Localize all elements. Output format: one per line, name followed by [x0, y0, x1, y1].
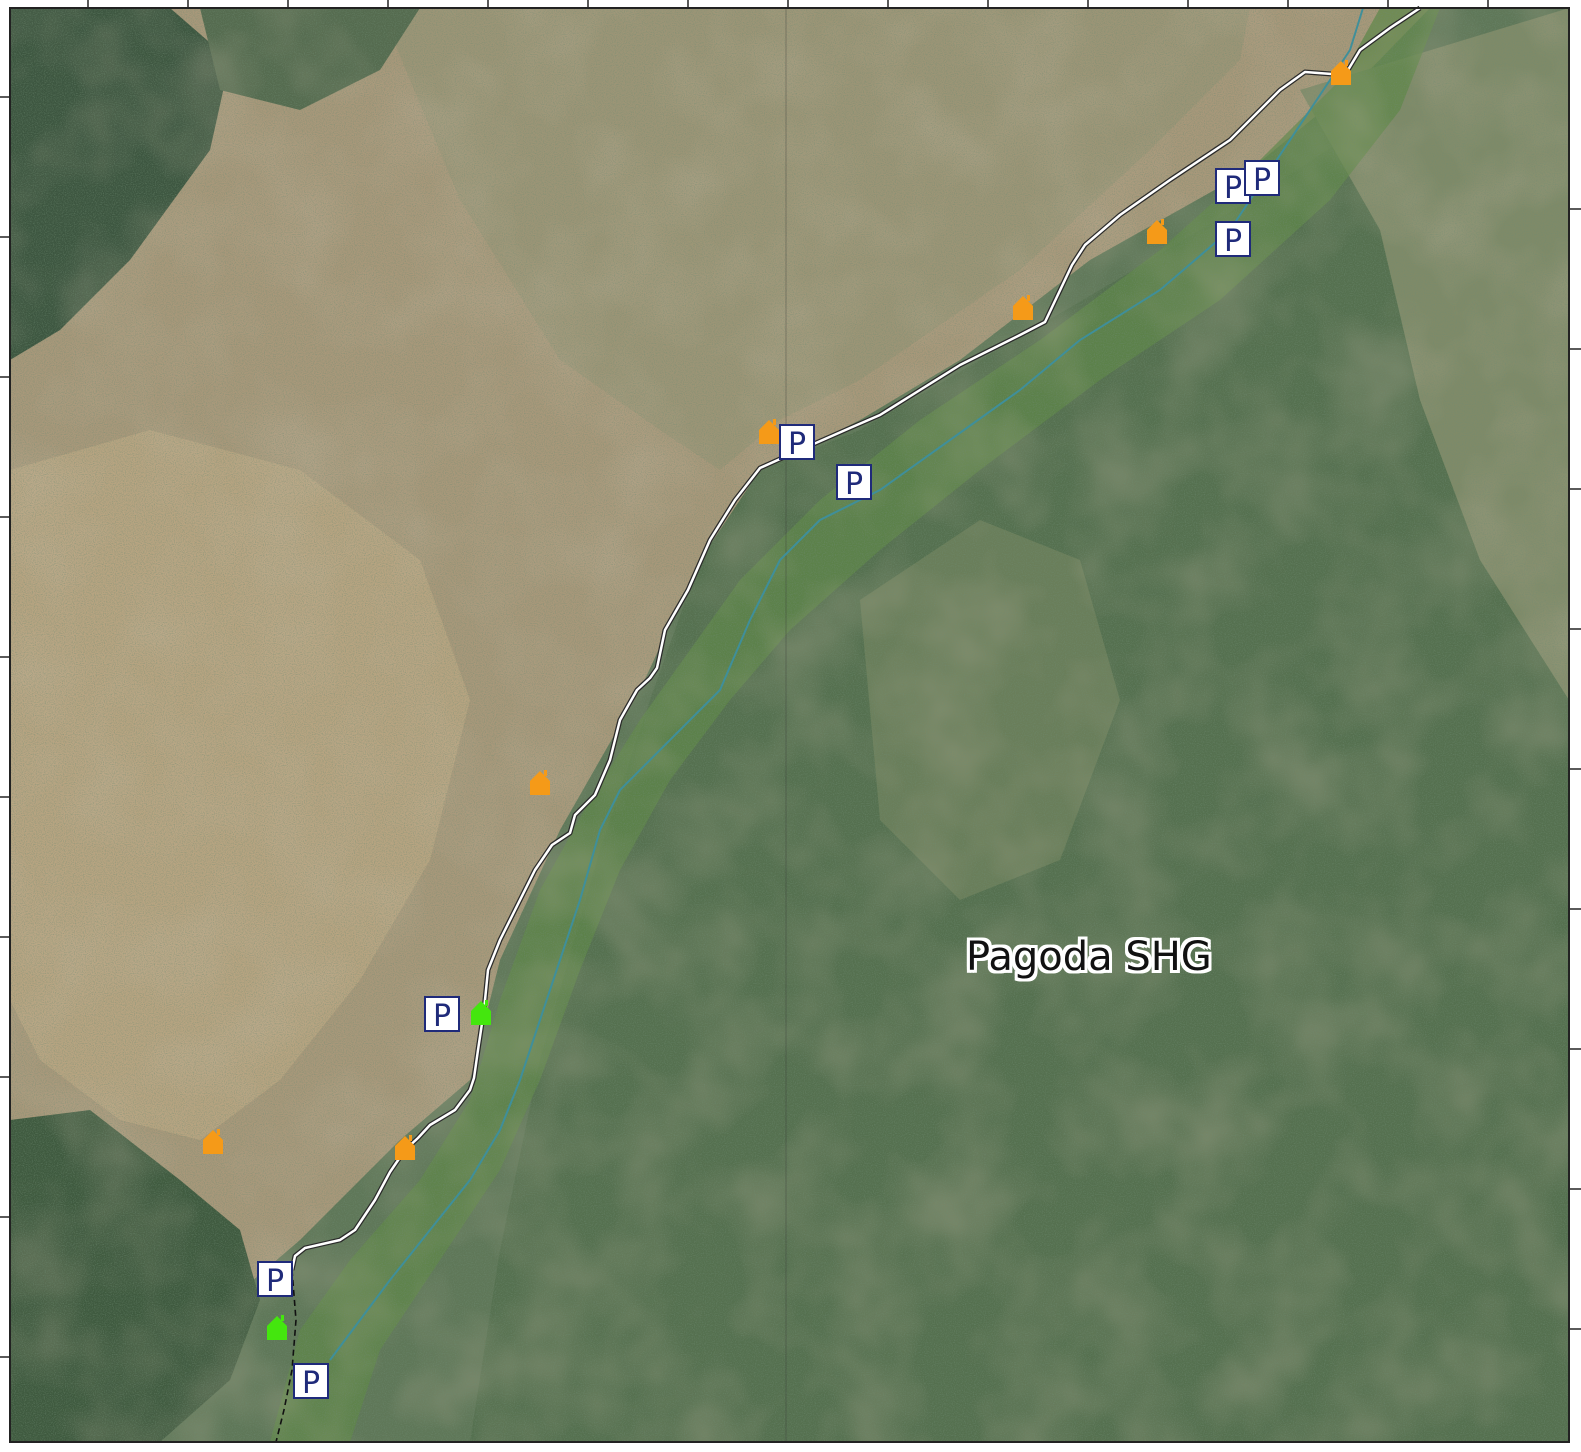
parking-icon: P [293, 1363, 329, 1401]
house-marker-orange-3[interactable] [1013, 295, 1033, 320]
house-icon [471, 1000, 491, 1025]
parking-label: P [302, 1366, 320, 1401]
house-marker-orange-1[interactable] [1331, 60, 1351, 85]
house-icon [203, 1129, 223, 1154]
parking-icon: P [836, 464, 872, 502]
parking-icon: P [1215, 221, 1251, 259]
area-label: Pagoda SHG [966, 934, 1212, 980]
parking-marker-1[interactable]: P [1215, 168, 1251, 206]
house-marker-orange-4[interactable] [759, 419, 779, 444]
house-marker-green-1[interactable] [471, 1000, 491, 1025]
parking-marker-4[interactable]: P [779, 424, 815, 462]
parking-marker-3[interactable]: P [1215, 221, 1251, 259]
parking-marker-5[interactable]: P [836, 464, 872, 502]
house-marker-green-2[interactable] [267, 1315, 287, 1340]
house-icon [1013, 295, 1033, 320]
track-line [275, 1269, 297, 1443]
parking-label: P [1224, 224, 1242, 259]
terrain-layer [10, 8, 1569, 1442]
house-marker-orange-5[interactable] [530, 770, 550, 795]
parking-icon: P [779, 424, 815, 462]
parking-marker-7[interactable]: P [257, 1261, 293, 1299]
parking-marker-6[interactable]: P [424, 996, 460, 1034]
parking-marker-8[interactable]: P [293, 1363, 329, 1401]
parking-icon: P [1215, 168, 1251, 206]
parking-icon: P [257, 1261, 293, 1299]
map-border [9, 7, 1570, 1443]
parking-label: P [1253, 163, 1271, 198]
parking-marker-2[interactable]: P [1244, 160, 1280, 198]
house-icon [530, 770, 550, 795]
house-marker-orange-2[interactable] [1147, 219, 1167, 244]
house-icon [1331, 60, 1351, 85]
parking-label: P [788, 427, 806, 462]
frame-ticks [0, 0, 1581, 1358]
house-icon [395, 1135, 415, 1160]
parking-icon: P [424, 996, 460, 1034]
parking-label: P [433, 999, 451, 1034]
parking-label: P [266, 1264, 284, 1299]
house-marker-orange-7[interactable] [203, 1129, 223, 1154]
parking-label: P [1224, 171, 1242, 206]
house-icon [759, 419, 779, 444]
house-icon [267, 1315, 287, 1340]
parking-label: P [845, 467, 863, 502]
parking-icon: P [1244, 160, 1280, 198]
house-icon [1147, 219, 1167, 244]
house-marker-orange-6[interactable] [395, 1135, 415, 1160]
stream-line [329, 7, 1364, 1361]
road-fill [290, 6, 1421, 1271]
